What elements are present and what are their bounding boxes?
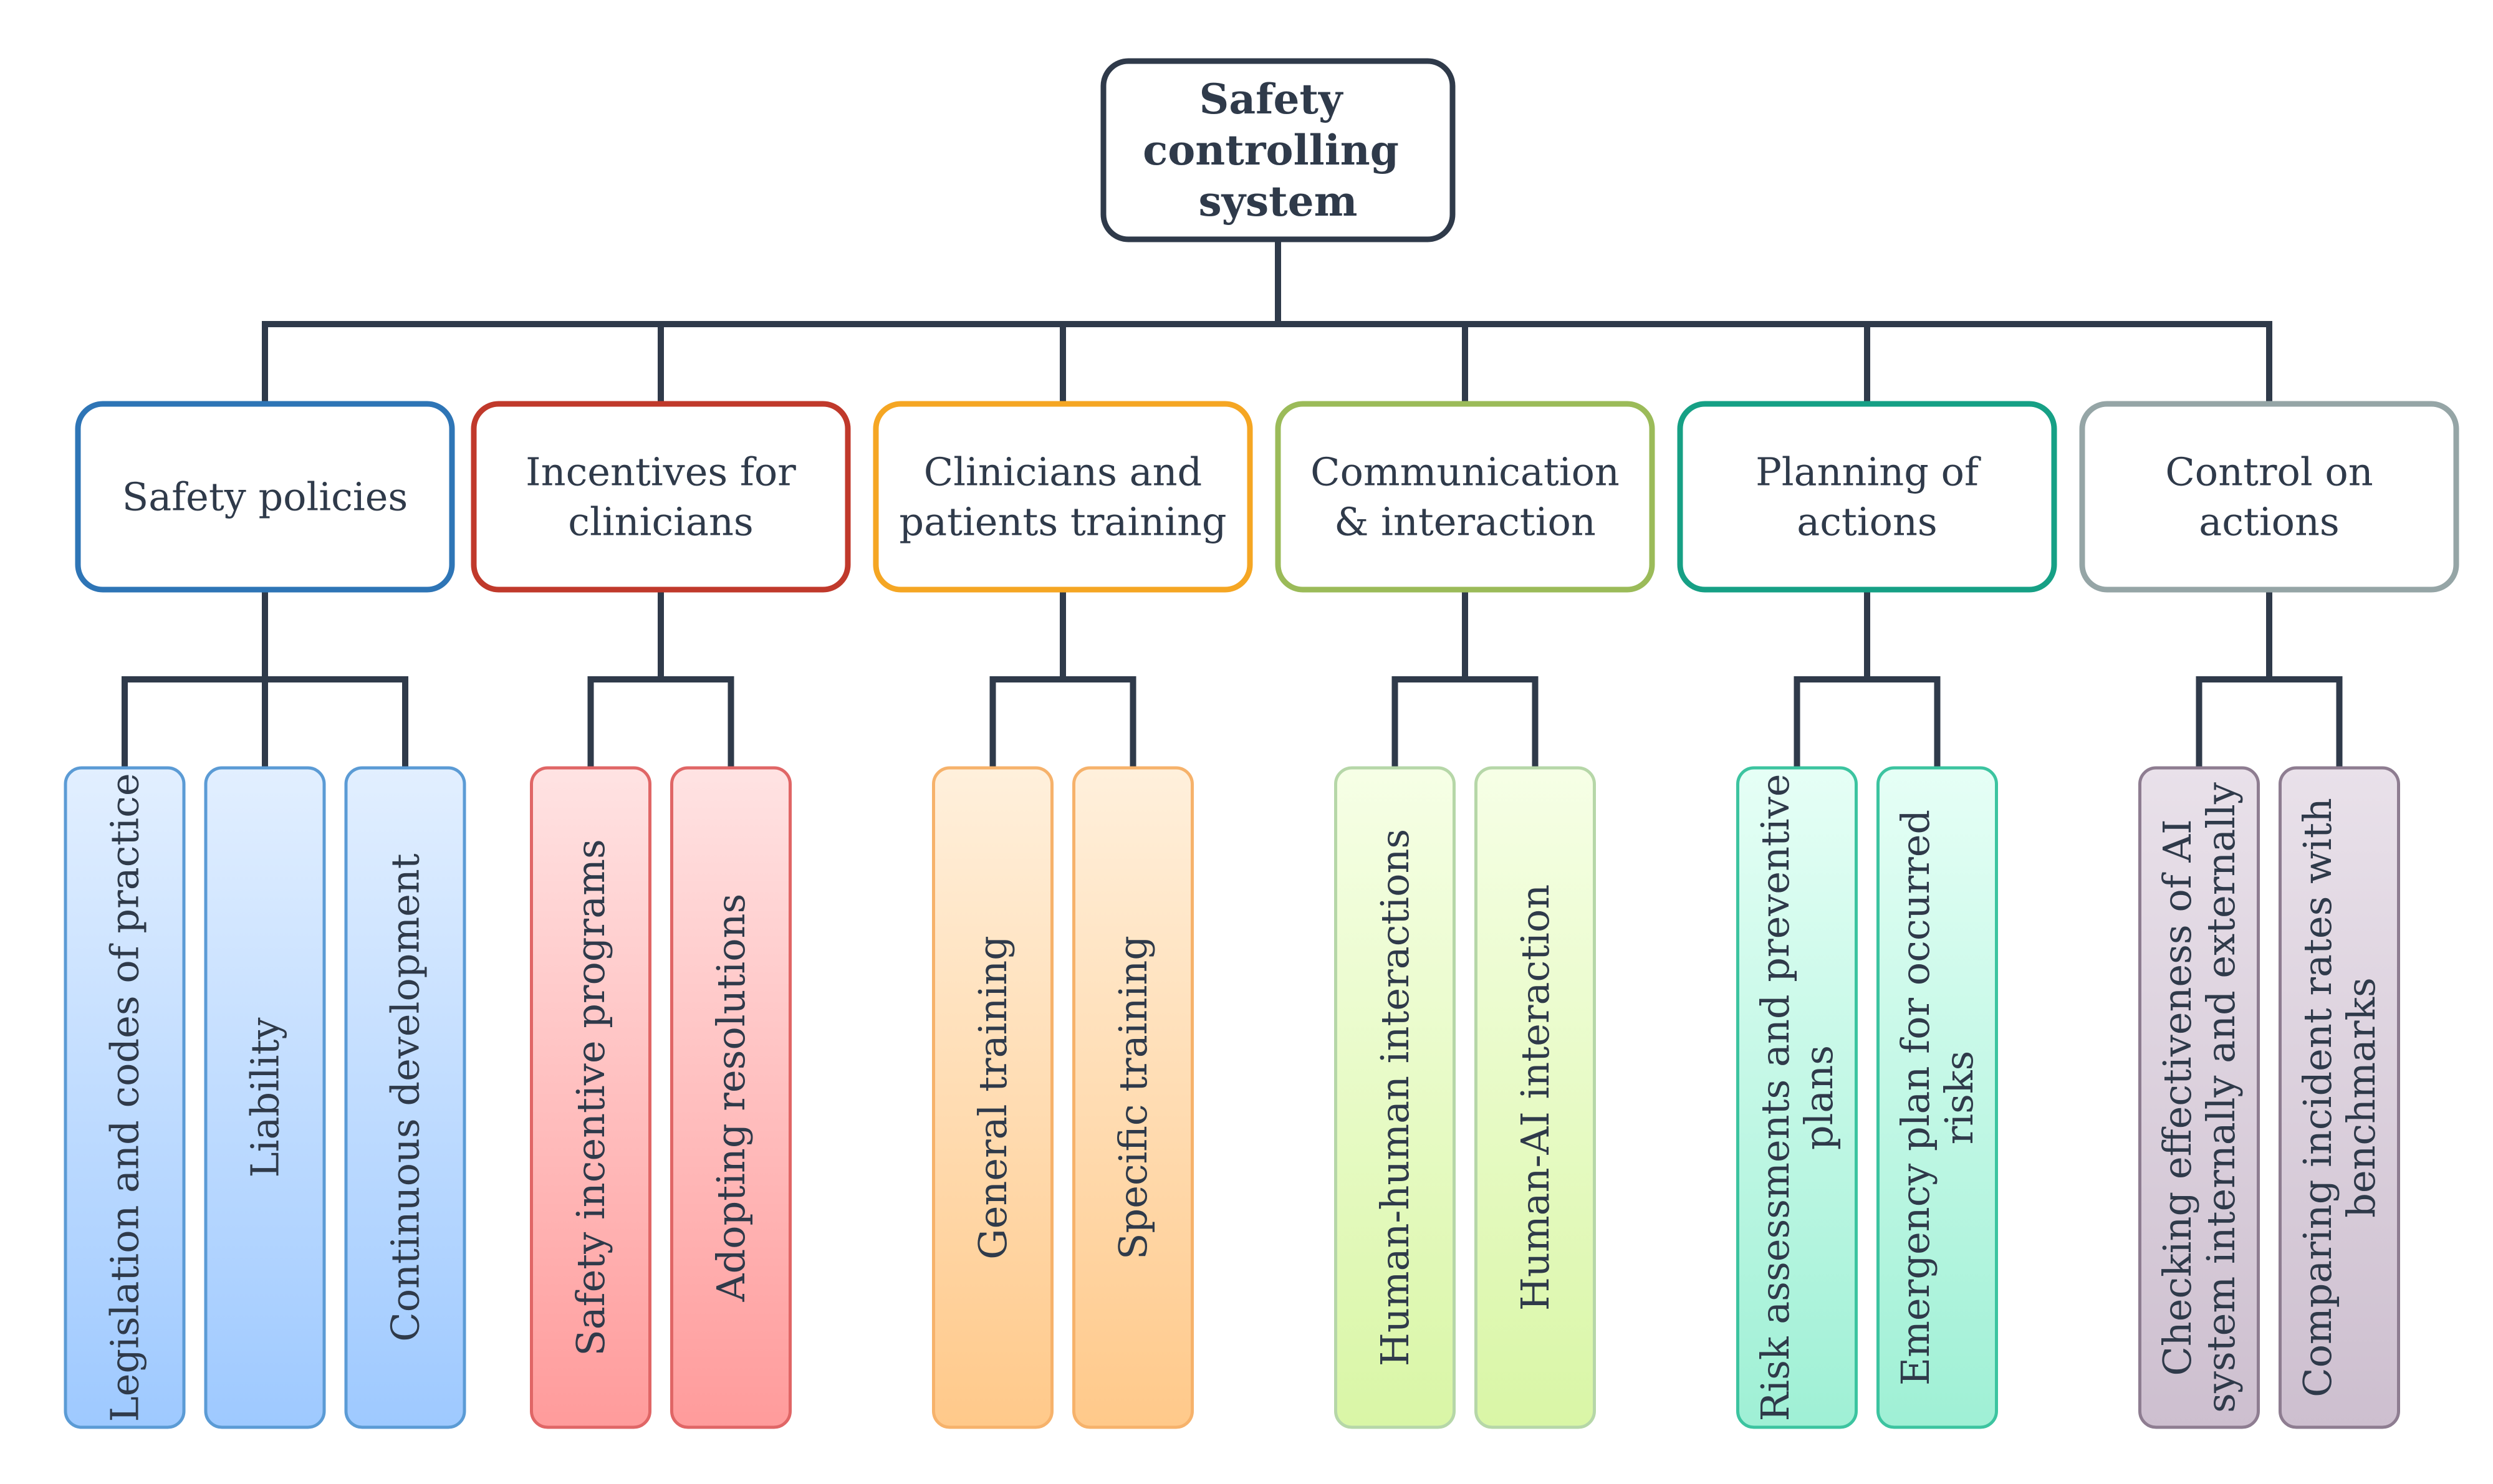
category-box: [1275, 401, 1655, 593]
leaf-box: [932, 766, 1054, 1429]
leaf-label: Specific training: [1110, 936, 1156, 1260]
leaf-box: [344, 766, 466, 1429]
leaf-label: General training: [970, 936, 1016, 1260]
leaf-label-line: Emergency plan for occurred: [1893, 810, 1938, 1386]
leaf-node: Human-human interactions: [1334, 766, 1456, 1429]
leaf-node: Risk assessments and preventiveplans: [1736, 766, 1858, 1429]
leaf-box: [1072, 766, 1194, 1429]
leaf-label-line: General training: [970, 936, 1016, 1260]
leaf-box: [204, 766, 326, 1429]
leaf-node: Safety incentive programs: [530, 766, 651, 1429]
leaf-label-line: Adopting resolutions: [708, 894, 754, 1303]
leaf-node: Comparing incident rates withbenchmarks: [2279, 766, 2400, 1429]
leaf-label-line: system internally and externally: [2198, 782, 2244, 1413]
category-label-line: Control on: [2165, 449, 2373, 495]
leaf-box: [1736, 766, 1858, 1429]
leaf-label-line: plans: [1796, 1045, 1842, 1150]
leaf-node: Continuous development: [344, 766, 466, 1429]
category-label-line: Clinicians and: [924, 449, 1202, 495]
leaf-box: [670, 766, 792, 1429]
leaf-box: [2138, 766, 2260, 1429]
category-box: [471, 401, 851, 593]
leaf-label-line: Liability: [243, 1017, 288, 1177]
root-label-line-2: controlling: [1143, 126, 1399, 175]
category-label-line: clinicians: [568, 499, 753, 545]
leaf-label: Human-AI interaction: [1512, 884, 1558, 1311]
root-label-line-3: system: [1199, 177, 1358, 226]
leaf-label: Emergency plan for occurredrisks: [1893, 810, 1982, 1386]
leaf-box: [2279, 766, 2400, 1429]
leaf-box: [1876, 766, 1998, 1429]
leaf-label: Legislation and codes of practice: [102, 773, 148, 1422]
category-label-line: & interaction: [1334, 499, 1596, 545]
leaf-nodes: Legislation and codes of practice Liabili…: [64, 766, 2400, 1429]
connector-lines: [122, 236, 2343, 771]
leaf-box: [530, 766, 651, 1429]
leaf-label: Checking effectiveness of AIsystem inter…: [2154, 782, 2244, 1413]
category-label-line: Communication: [1310, 449, 1620, 495]
leaf-label-line: risks: [1936, 1051, 1982, 1145]
leaf-box: [1334, 766, 1456, 1429]
leaf-label-line: Human-human interactions: [1372, 829, 1418, 1366]
leaf-label-line: benchmarks: [2338, 977, 2384, 1218]
leaf-label: Adopting resolutions: [708, 894, 754, 1303]
leaf-label-line: Risk assessments and preventive: [1752, 774, 1798, 1422]
root-box: [1100, 58, 1456, 242]
leaf-node: Specific training: [1072, 766, 1194, 1429]
leaf-label-line: Comparing incident rates with: [2295, 798, 2340, 1397]
leaf-label-line: Specific training: [1110, 936, 1156, 1260]
root-label: Safety controlling system: [1143, 75, 1413, 226]
category-node-safety-policies: Safety policies: [75, 401, 455, 593]
category-label: Safety policies: [122, 474, 408, 520]
leaf-box: [1474, 766, 1596, 1429]
category-label-line: Incentives for: [526, 449, 796, 495]
leaf-label: Human-human interactions: [1372, 829, 1418, 1366]
leaf-node: Checking effectiveness of AIsystem inter…: [2138, 766, 2260, 1429]
category-label-line: actions: [1797, 499, 1938, 545]
category-node-communication-and-interaction: Communication& interaction: [1275, 401, 1655, 593]
leaf-node: Liability: [204, 766, 326, 1429]
category-box: [1677, 401, 2057, 593]
category-label-line: Safety policies: [122, 474, 408, 520]
category-box: [2079, 401, 2459, 593]
root-node: Safety controlling system: [1100, 58, 1456, 242]
leaf-node: Legislation and codes of practice: [64, 766, 186, 1429]
leaf-node: Human-AI interaction: [1474, 766, 1596, 1429]
leaf-label-line: Checking effectiveness of AI: [2154, 819, 2200, 1376]
leaf-box: [64, 766, 186, 1429]
leaf-label-line: Human-AI interaction: [1512, 884, 1558, 1311]
root-label-line-1: Safety: [1199, 75, 1343, 123]
leaf-node: Emergency plan for occurredrisks: [1876, 766, 1998, 1429]
leaf-label: Comparing incident rates withbenchmarks: [2295, 798, 2384, 1397]
leaf-label-line: Continuous development: [383, 853, 428, 1341]
category-label-line: patients training: [899, 499, 1226, 545]
leaf-label: Continuous development: [383, 853, 428, 1341]
category-label-line: Planning of: [1756, 449, 1981, 495]
leaf-label-line: Safety incentive programs: [568, 839, 613, 1356]
category-label-line: actions: [2199, 499, 2340, 545]
leaf-label: Risk assessments and preventiveplans: [1752, 774, 1842, 1422]
category-label: Communication& interaction: [1310, 449, 1620, 545]
category-box: [873, 401, 1253, 593]
leaf-label: Safety incentive programs: [568, 839, 613, 1356]
leaf-label-line: Legislation and codes of practice: [102, 773, 148, 1422]
leaf-node: Adopting resolutions: [670, 766, 792, 1429]
leaf-node: General training: [932, 766, 1054, 1429]
leaf-label: Liability: [243, 1017, 288, 1177]
category-box: [75, 401, 455, 593]
